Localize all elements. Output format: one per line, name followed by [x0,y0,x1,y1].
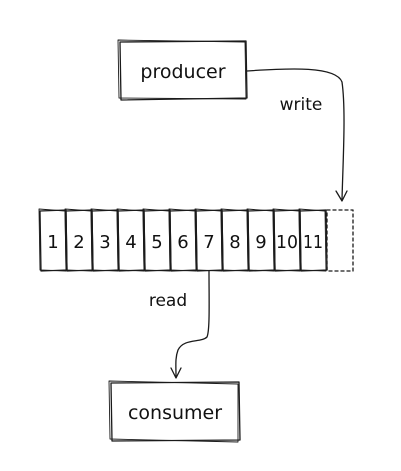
read-label: read [149,291,187,311]
queue-empty-slot [326,209,354,272]
queue-cell-label: 9 [255,232,266,253]
queue-cell-label: 2 [73,232,84,253]
queue-cell-label: 7 [203,232,214,253]
queue-cell: 10 [272,208,302,272]
queue-cell: 6 [168,208,198,272]
producer-box: producer [117,39,248,101]
write-label: write [280,95,323,115]
queue-cell-label: 1 [47,232,58,253]
consumer-label: consumer [128,402,222,424]
queue-cell-label: 8 [229,232,240,253]
queue-cell: 3 [90,208,120,272]
queue-cell: 2 [64,208,94,272]
queue-cell: 11 [298,208,328,272]
queue-cell: 1 [38,208,68,272]
queue-cell: 7 [194,208,224,272]
queue-cell: 8 [220,208,250,272]
queue-cell-label: 3 [99,232,110,253]
queue: 1 2 3 4 5 6 7 [38,208,354,272]
queue-cell-label: 6 [177,232,188,253]
write-arrow: write [246,68,348,202]
queue-cell-label: 5 [151,232,162,253]
write-arrowhead-icon [335,190,348,202]
queue-cell: 5 [142,208,172,272]
read-arrowhead-icon [170,367,182,379]
queue-cell: 4 [116,208,146,272]
consumer-box: consumer [108,380,241,443]
queue-cell-label: 11 [303,232,323,253]
queue-cell-label: 10 [276,232,298,253]
read-arrow: read [149,270,210,379]
queue-cell: 9 [246,208,276,272]
producer-label: producer [140,61,225,83]
queue-cell-label: 4 [125,232,136,253]
